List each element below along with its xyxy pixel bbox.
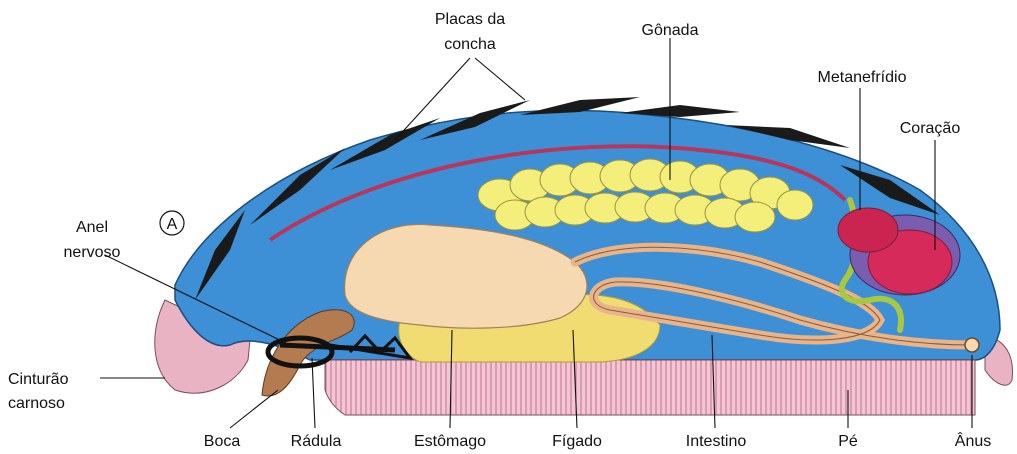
label-metanefridio: Metanefrídio — [818, 69, 907, 86]
heart-atrium — [838, 208, 898, 252]
label-placas-da-concha-line2: concha — [444, 36, 496, 53]
label-boca: Boca — [204, 433, 241, 450]
label-radula: Rádula — [291, 433, 342, 450]
label-pe: Pé — [838, 433, 858, 450]
foot-shape — [325, 360, 975, 415]
label-coracao: Coração — [900, 120, 961, 137]
label-anus: Ânus — [955, 431, 991, 450]
label-anel-nervoso-line1: Anel — [76, 219, 108, 236]
label-cinturao-carnoso-line1: Cinturão — [8, 371, 69, 388]
label-intestino: Intestino — [686, 433, 747, 450]
label-gonada: Gônada — [642, 22, 699, 39]
label-anel-nervoso-line2: nervoso — [64, 244, 121, 261]
label-placas-da-concha-line1: Placas da — [435, 11, 505, 28]
label-cinturao-carnoso-line2: carnoso — [8, 395, 65, 412]
label-estomago: Estômago — [414, 433, 486, 450]
figure-letter: A — [167, 216, 178, 233]
label-figado: Fígado — [552, 433, 602, 450]
anus-shape — [965, 338, 979, 352]
